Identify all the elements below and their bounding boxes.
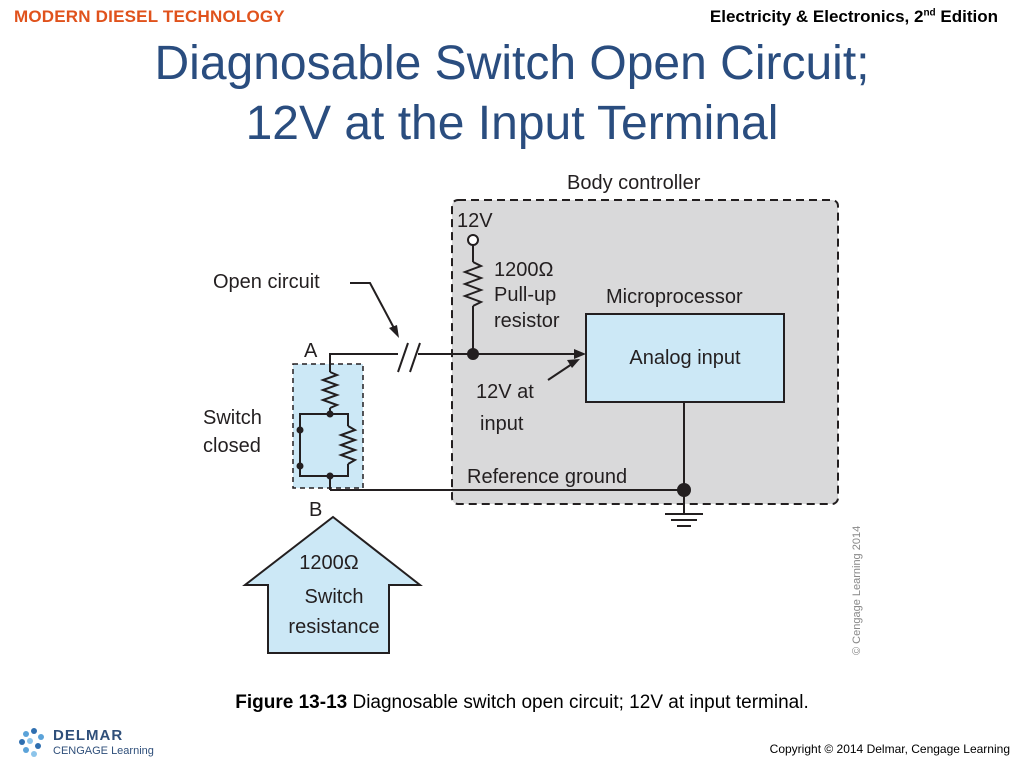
edition-main: Electricity & Electronics, 2 [709,7,924,26]
pullup-resistor-symbol [462,261,484,307]
ground-junction-dot [677,483,691,497]
body-controller-label: Body controller [567,172,701,194]
logo-text-cengage: CENGAGE Learning [53,745,154,757]
input-voltage-arrowhead [567,359,580,368]
pullup-value-label: 1200Ω [494,259,553,281]
point-a-label: A [304,340,318,362]
analog-input-label: Analog input [629,347,741,369]
figure-caption: Figure 13-13 Diagnosable switch open cir… [0,692,1024,714]
slide-title-line2: 12V at the Input Terminal [245,97,779,150]
switch-contact-upper [296,426,304,434]
break-mark-1 [397,342,409,373]
edition-sup: nd [923,7,936,19]
reference-ground-label: Reference ground [467,466,627,488]
switch-series-resistor [320,371,340,409]
switch-assembly-box [292,363,364,489]
input-voltage-label-line1: 12V at [476,381,534,403]
switch-label-line2: closed [203,435,261,457]
figure-caption-text: Diagnosable switch open circuit; 12V at … [347,692,809,713]
slide-title: Diagnosable Switch Open Circuit; 12V at … [0,34,1024,154]
logo-text-delmar: DELMAR [53,727,124,744]
switch-resistance-line2: resistance [288,616,379,638]
switch-resistance-arrow [242,515,423,654]
pullup-label-line2: resistor [494,310,560,332]
switch-resistance-value: 1200Ω [299,552,358,574]
switch-label-line1: Switch [203,407,262,429]
footer-copyright: Copyright © 2014 Delmar, Cengage Learnin… [769,742,1010,756]
switch-bypass-wire [299,413,330,477]
switch-contact-lower [296,462,304,470]
signal-wire-left [329,353,398,362]
microprocessor-label: Microprocessor [606,286,743,308]
input-voltage-label-line2: input [480,413,524,435]
open-circuit-label: Open circuit [213,271,320,293]
edition-tail: Edition [935,7,998,26]
parallel-branch-bottom [330,464,349,477]
open-circuit-arrowhead [389,325,399,338]
switch-resistance-line1: Switch [305,586,364,608]
signal-arrowhead [574,349,586,359]
delmar-logo-icon [19,728,44,757]
slide-title-line1: Diagnosable Switch Open Circuit; [154,37,870,90]
pullup-label-line1: Pull-up [494,284,556,306]
vertical-copyright: © Cengage Learning 2014 [851,526,863,655]
supply-voltage-label: 12V [457,210,493,232]
parallel-branch-top [330,413,349,426]
break-mark-2 [409,342,421,373]
junction-dot-input [467,348,479,360]
open-circuit-leader [350,282,396,331]
switch-parallel-resistor [338,425,358,465]
point-b-label: B [309,499,322,521]
microprocessor-box [585,313,785,403]
supply-terminal [467,234,479,246]
figure-number: Figure 13-13 [235,692,348,713]
brand-title: MODERN DIESEL TECHNOLOGY [14,7,285,26]
input-voltage-leader [547,363,573,381]
edition-label: Electricity & Electronics, 2nd Edition [710,7,998,27]
